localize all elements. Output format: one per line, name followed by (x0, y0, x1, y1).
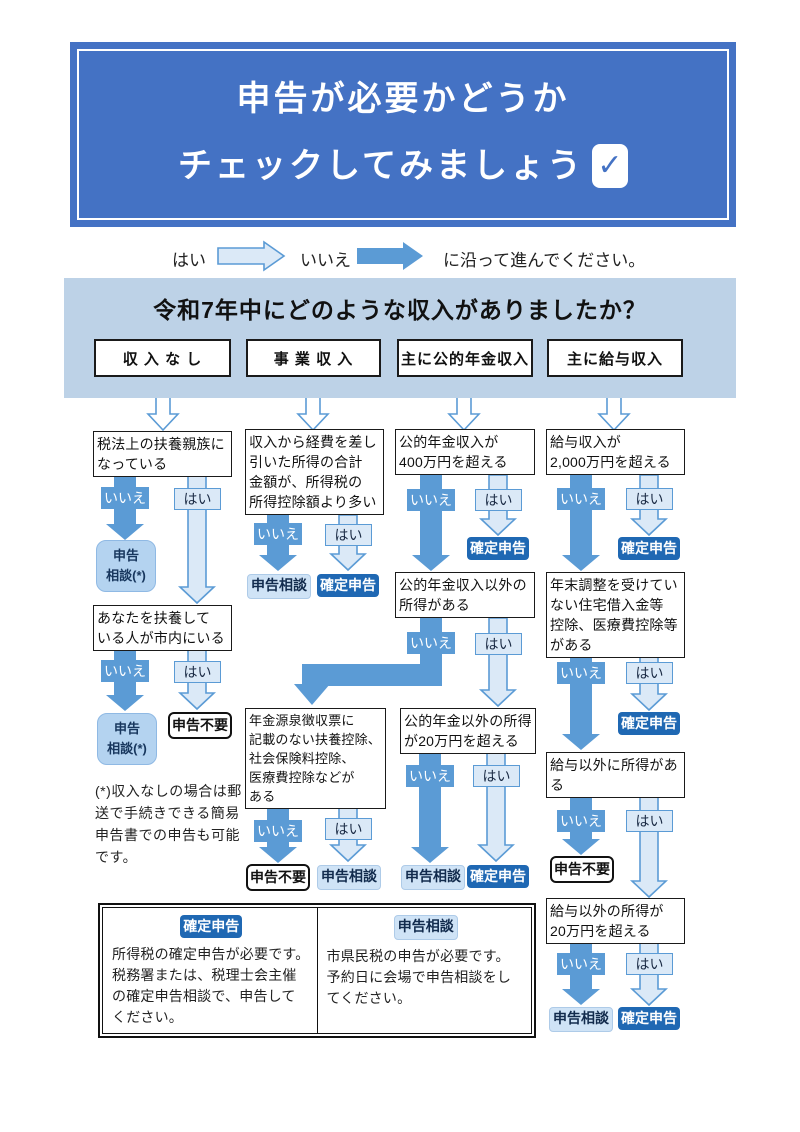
question-box: 給与以外に所得があ る (546, 752, 685, 798)
no-label: いいえ (254, 523, 302, 545)
result-kakutei: 確定申告 (618, 1007, 680, 1030)
question-box: 公的年金収入以外の 所得がある (395, 572, 535, 618)
no-label: いいえ (557, 953, 605, 975)
soudan-explanation-cell: 申告相談 市県民税の申告が必要です。 予約日に会場で申告相談をし てください。 (316, 908, 532, 1033)
page-title-line1: 申告が必要かどうか (236, 80, 570, 118)
yes-label: はい (475, 633, 522, 655)
question-box: 税法上の扶養親族に なっている (93, 431, 232, 477)
no-label: いいえ (101, 487, 149, 509)
no-label: いいえ (101, 660, 149, 682)
kakutei-explanation-cell: 確定申告 所得税の確定申告が必要です。 税務署または、税理士会主催 の確定申告相… (103, 908, 317, 1033)
result-fuyou: 申告不要 (246, 864, 310, 891)
category-business-income[interactable]: 事 業 収 入 (246, 339, 381, 377)
question-box: 収入から経費を差し 引いた所得の合計 金額が、所得税の 所得控除額より多い (245, 429, 384, 515)
result-fuyou: 申告不要 (550, 856, 614, 883)
question-box: 公的年金収入が 400万円を超える (395, 429, 535, 475)
result-kakutei: 確定申告 (467, 865, 529, 888)
results-explanation-box: 確定申告 所得税の確定申告が必要です。 税務署または、税理士会主催 の確定申告相… (98, 903, 536, 1038)
result-kakutei: 確定申告 (467, 537, 529, 560)
yes-label: はい (626, 488, 673, 510)
question-box: あなたを扶養して いる人が市内にいる (93, 605, 232, 651)
result-fuyou: 申告不要 (168, 712, 232, 739)
result-soudan: 申告相談 (549, 1007, 613, 1032)
yes-label: はい (325, 818, 372, 840)
legend-yes-label: はい (172, 251, 206, 270)
result-kakutei: 確定申告 (618, 712, 680, 735)
result-soudan-star: 申告 相談(*) (96, 540, 156, 592)
yes-arrow-icon (478, 617, 518, 708)
income-question-banner (64, 278, 736, 398)
question-box: 給与以外の所得が 20万円を超える (546, 898, 685, 944)
no-label: いいえ (406, 765, 454, 787)
question-box: 給与収入が 2,000万円を超える (546, 429, 685, 475)
category-salary-income[interactable]: 主に給与収入 (547, 339, 683, 377)
yes-label: はい (626, 662, 673, 684)
no-label: いいえ (254, 820, 302, 842)
check-icon: ✓ (591, 144, 628, 188)
question-box: 年末調整を受けてい ない住宅借入金等 控除、医療費控除等 がある (546, 572, 685, 658)
result-soudan-star: 申告 相談(*) (97, 713, 157, 765)
question-box: 公的年金以外の所得 が20万円を超える (400, 708, 536, 754)
legend-instruction: に沿って進んでください。 (443, 251, 646, 270)
result-kakutei: 確定申告 (317, 574, 379, 597)
kakutei-badge: 確定申告 (180, 915, 243, 938)
yes-label: はい (174, 661, 221, 683)
result-kakutei: 確定申告 (618, 537, 680, 560)
legend-yes-arrow-icon (217, 240, 286, 272)
header-banner: 申告が必要かどうか チェックしてみましょう ✓ (70, 42, 736, 227)
legend-no-arrow-icon (357, 242, 423, 270)
legend-no-label: いいえ (300, 251, 351, 270)
income-question-title: 令和7年中にどのような収入がありましたか？ (153, 297, 647, 323)
page-title-line2: チェックしてみましょう (178, 147, 584, 185)
no-label: いいえ (407, 489, 455, 511)
header-inner-border (77, 49, 729, 220)
no-elbow-arrow-icon (294, 684, 330, 705)
no-label: いいえ (557, 662, 605, 684)
category-pension-income[interactable]: 主に公的年金収入 (397, 339, 533, 377)
result-soudan: 申告相談 (317, 865, 381, 890)
footnote: (*)収入なしの場合は郵 送で手続きできる簡易 申告書での申告も可能 です。 (95, 783, 242, 865)
soudan-badge: 申告相談 (393, 915, 458, 940)
yes-label: はい (174, 488, 221, 510)
soudan-explanation-text: 市県民税の申告が必要です。 予約日に会場で申告相談をし てください。 (326, 948, 512, 1006)
result-soudan: 申告相談 (401, 865, 465, 890)
category-no-income[interactable]: 収 入 な し (94, 339, 231, 377)
result-soudan: 申告相談 (247, 574, 311, 599)
yes-label: はい (473, 765, 520, 787)
no-label: いいえ (557, 488, 605, 510)
yes-label: はい (626, 953, 673, 975)
kakutei-explanation-text: 所得税の確定申告が必要です。 税務署または、税理士会主催 の確定申告相談で、申告… (112, 946, 310, 1025)
yes-label: はい (325, 524, 372, 546)
no-label: いいえ (557, 810, 605, 832)
yes-label: はい (626, 810, 673, 832)
question-box: 年金源泉徴収票に 記載のない扶養控除、 社会保険料控除、 医療費控除などが ある (245, 708, 386, 809)
yes-label: はい (475, 489, 522, 511)
no-elbow-arrow-icon (302, 664, 442, 686)
no-label: いいえ (407, 632, 455, 654)
